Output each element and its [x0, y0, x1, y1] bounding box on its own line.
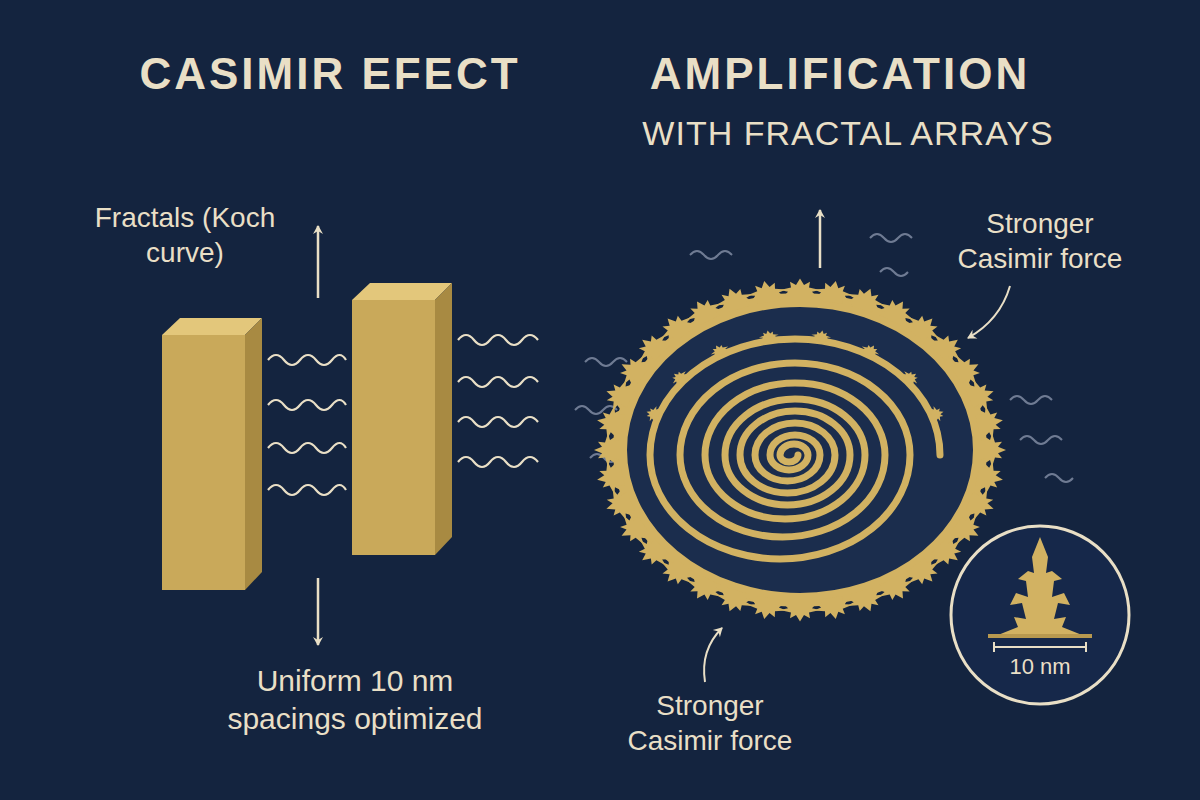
inset-outline [948, 523, 1132, 707]
inset-circle: 10 nm [948, 523, 1132, 707]
note-label: Uniform 10 nm spacings optimized [200, 662, 510, 737]
callout-label: Stronger Casimir force [940, 206, 1140, 276]
casimir-plates [162, 283, 452, 590]
leader-arrow [968, 286, 1010, 338]
force-arrow [317, 578, 320, 645]
heading: AMPLIFICATION [540, 46, 1140, 101]
scale-label: 10 nm [948, 653, 1132, 681]
vacuum-waves [268, 335, 538, 495]
fractal-spiral [594, 278, 1007, 622]
part-label: Fractals (Koch curve) [80, 200, 290, 270]
force-arrow [819, 210, 822, 268]
subheading: WITH FRACTAL ARRAYS [578, 112, 1118, 155]
leader-arrow [704, 628, 722, 682]
heading: CASIMIR EFECT [40, 46, 620, 101]
force-arrow [317, 226, 320, 298]
callout-label: Stronger Casimir force [610, 688, 810, 758]
